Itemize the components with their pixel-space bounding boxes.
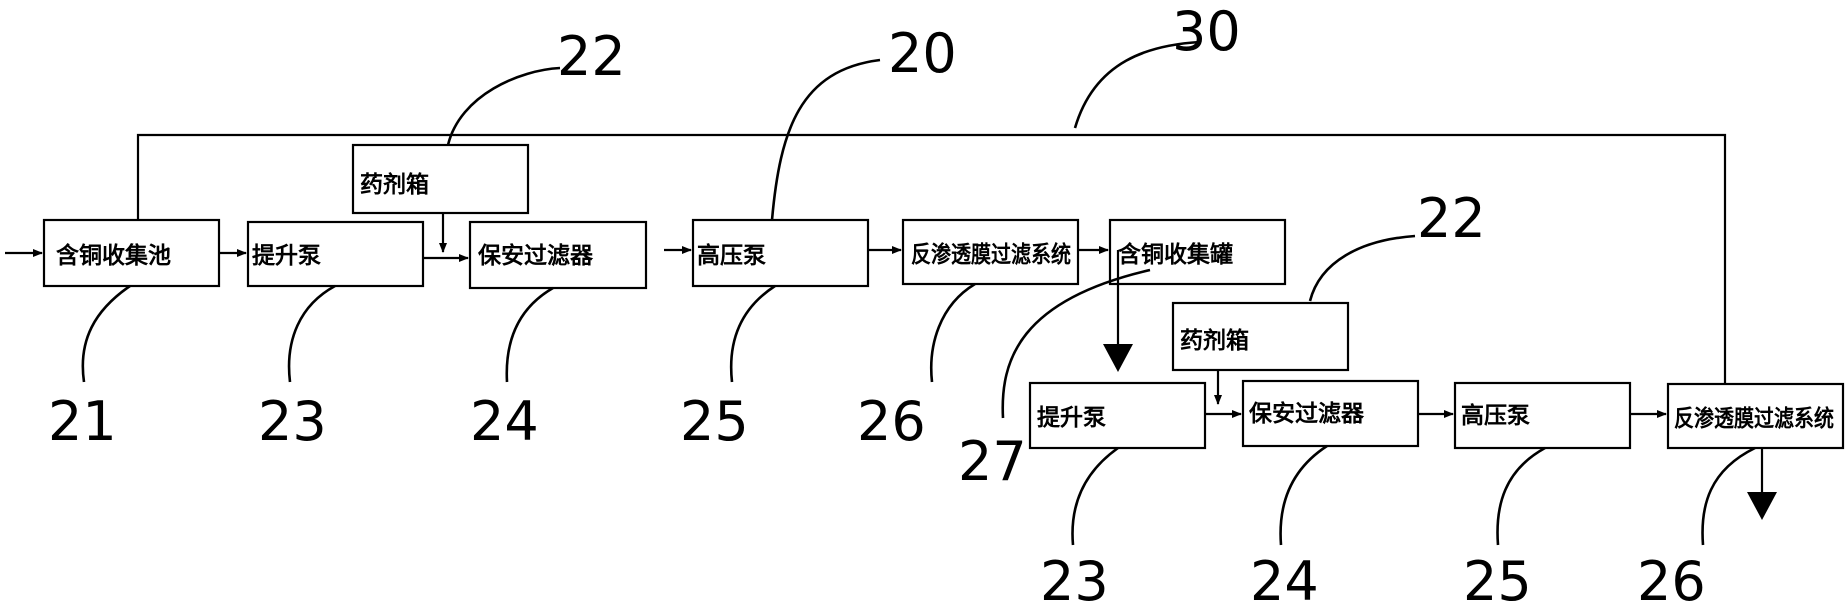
ref-30: 30	[1172, 0, 1241, 63]
leader-24-bottom	[1279, 444, 1328, 546]
leader-22-top	[446, 66, 561, 146]
lift-pump-label-2: 提升泵	[1037, 404, 1106, 431]
lift-pump-box-2: 提升泵	[1028, 381, 1207, 450]
ref-24-bottom: 24	[1250, 550, 1319, 607]
ref-24-top: 24	[470, 390, 539, 453]
ref-25-top: 25	[680, 390, 749, 453]
security-filter-box-1: 保安过滤器	[468, 220, 648, 290]
ref-25-bottom: 25	[1463, 550, 1532, 607]
ref-22-top: 22	[557, 25, 626, 88]
ref-27: 27	[958, 430, 1027, 493]
lift-pump-box-1: 提升泵	[246, 220, 425, 288]
leader-25-bottom	[1496, 446, 1546, 546]
chemical-tank-label-2: 药剂箱	[1180, 327, 1249, 354]
ro-system-label-1: 反渗透膜过滤系统	[911, 241, 1071, 268]
leader-22-right	[1308, 234, 1416, 302]
ro-system-box-1: 反渗透膜过滤系统	[901, 218, 1080, 286]
copper-collection-pool-label: 含铜收集池	[56, 242, 171, 269]
high-pressure-pump-box-1: 高压泵	[691, 218, 870, 288]
ro-system-box-2: 反渗透膜过滤系统	[1666, 382, 1845, 450]
leader-30	[1073, 40, 1201, 129]
leader-21	[81, 284, 131, 383]
security-filter-label-1: 保安过滤器	[477, 242, 594, 269]
leader-20	[770, 58, 881, 221]
leader-23-bottom	[1071, 446, 1119, 546]
ref-26-bottom: 26	[1637, 550, 1706, 607]
ref-23-bottom: 23	[1040, 550, 1109, 607]
copper-collection-tank-box: 含铜收集罐	[1108, 218, 1287, 286]
ro-system-label-2: 反渗透膜过滤系统	[1674, 405, 1834, 432]
ref-20: 20	[888, 22, 957, 85]
leader-23-top	[287, 284, 336, 383]
chemical-tank-box-1: 药剂箱	[351, 143, 530, 215]
leader-26-top	[930, 282, 976, 383]
copper-collection-pool-box: 含铜收集池	[42, 218, 221, 288]
ref-22-right: 22	[1417, 187, 1486, 250]
lift-pump-label-1: 提升泵	[252, 242, 321, 269]
leader-25-top	[729, 284, 776, 383]
arrow-tank-down-head	[1103, 344, 1133, 372]
high-pressure-pump-label-1: 高压泵	[697, 242, 766, 269]
chemical-tank-label-1: 药剂箱	[360, 171, 429, 198]
ref-21: 21	[48, 390, 117, 453]
copper-collection-tank-label: 含铜收集罐	[1118, 241, 1233, 268]
security-filter-label-2: 保安过滤器	[1248, 400, 1365, 427]
high-pressure-pump-box-2: 高压泵	[1453, 381, 1632, 450]
chemical-tank-box-2: 药剂箱	[1171, 301, 1350, 372]
outlet-arrow-head	[1747, 492, 1777, 520]
ref-26-top: 26	[857, 390, 926, 453]
high-pressure-pump-label-2: 高压泵	[1461, 402, 1530, 429]
security-filter-box-2: 保安过滤器	[1241, 379, 1420, 448]
recirculation-line	[136, 133, 1727, 384]
leader-24-top	[505, 286, 554, 383]
leader-26-bottom	[1701, 446, 1756, 546]
ref-23-top: 23	[258, 390, 327, 453]
leader-27	[1001, 268, 1151, 419]
